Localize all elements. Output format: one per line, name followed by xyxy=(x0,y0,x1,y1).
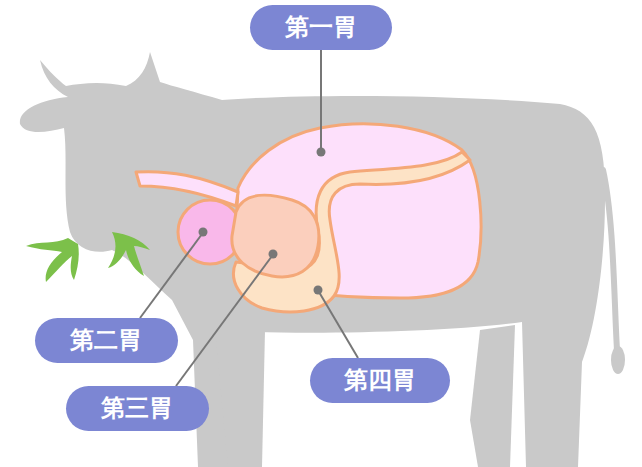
label-pill: 第三胃 xyxy=(66,386,209,431)
stomach-label: 第三胃 xyxy=(101,396,173,420)
omasum xyxy=(232,195,319,277)
esophagus xyxy=(136,172,238,206)
label-pill: 第四胃 xyxy=(310,358,450,403)
grass xyxy=(26,232,150,282)
label-pill: 第一胃 xyxy=(250,5,392,50)
label-pill: 第二胃 xyxy=(35,318,178,363)
stomach-label: 第二胃 xyxy=(70,328,142,352)
leader-dots xyxy=(199,148,326,295)
stomach-label: 第一胃 xyxy=(285,15,357,39)
cow-silhouette xyxy=(20,52,625,467)
stomach-label: 第四胃 xyxy=(344,368,416,392)
stomachs xyxy=(136,124,481,312)
